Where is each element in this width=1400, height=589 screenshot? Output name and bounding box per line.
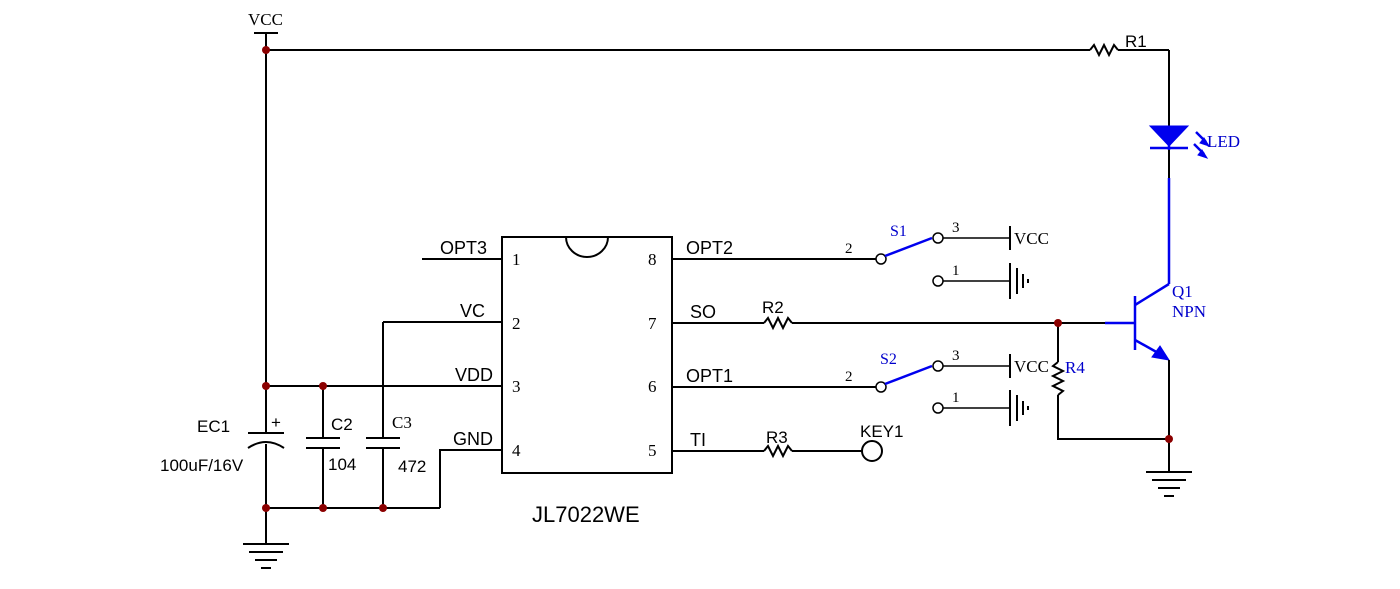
key1-label: KEY1: [860, 422, 903, 441]
key1-touch-pad: KEY1: [860, 422, 903, 462]
ic-pin6-num: 6: [648, 377, 657, 396]
ic-pin3-num: 3: [512, 377, 521, 396]
s1-switch: 2 3 1 S1 VCC: [845, 220, 1049, 299]
junction-dot: [319, 504, 327, 512]
vcc-top-symbol: VCC: [248, 10, 283, 50]
s1-pin-b: 1: [952, 263, 960, 279]
s2-pin-common: 2: [845, 369, 853, 385]
r2-label: R2: [762, 298, 784, 317]
r1-resistor: R1: [1089, 32, 1147, 58]
ec1-label: EC1: [197, 417, 230, 436]
ec1-capacitor: + EC1 100uF/16V: [160, 413, 285, 475]
junction-dot: [1054, 319, 1062, 327]
c3-capacitor: C3 472: [366, 413, 426, 476]
pin5-name: TI: [690, 430, 706, 450]
led-diode: LED: [1148, 125, 1240, 159]
junction-dot: [262, 504, 270, 512]
pin3-name: VDD: [455, 365, 493, 385]
junction-dot: [379, 504, 387, 512]
ic-part-label: JL7022WE: [532, 502, 640, 527]
c2-capacitor: C2 104: [306, 415, 356, 474]
r1-label: R1: [1125, 32, 1147, 51]
s2-switch: 2 3 1 S2 VCC: [845, 348, 1049, 426]
r4-label: R4: [1065, 358, 1085, 377]
s1-vcc-label: VCC: [1014, 229, 1049, 248]
q1-type-label: NPN: [1172, 302, 1206, 321]
s2-ground-icon: [1009, 390, 1029, 426]
junction-dot: [262, 46, 270, 54]
ec1-value: 100uF/16V: [160, 456, 244, 475]
s2-vcc-label: VCC: [1014, 357, 1049, 376]
ic-pin5-num: 5: [648, 441, 657, 460]
ground-left-symbol: [243, 543, 289, 569]
pin8-name: OPT2: [686, 238, 733, 258]
s2-label: S2: [880, 351, 897, 368]
junction-dot: [319, 382, 327, 390]
ic-pin4-num: 4: [512, 441, 521, 460]
c3-label: C3: [392, 413, 412, 432]
vcc-top-label: VCC: [248, 10, 283, 29]
pin7-name: SO: [690, 302, 716, 322]
pin4-name: GND: [453, 429, 493, 449]
pin1-name: OPT3: [440, 238, 487, 258]
s1-ground-icon: [1009, 263, 1029, 299]
ic-pin2-num: 2: [512, 314, 521, 333]
c2-label: C2: [331, 415, 353, 434]
r4-resistor: R4: [1050, 358, 1085, 396]
s1-pin-a: 3: [952, 220, 960, 236]
s1-label: S1: [890, 223, 907, 240]
led-label: LED: [1207, 132, 1240, 151]
pin4-wire: [439, 449, 502, 508]
s2-pin-a: 3: [952, 348, 960, 364]
pin2-name: VC: [460, 301, 485, 321]
ec1-polarity: +: [271, 413, 281, 432]
s2-pin-b: 1: [952, 390, 960, 406]
ground-right-symbol: [1146, 471, 1192, 497]
pin6-name: OPT1: [686, 366, 733, 386]
ic-pin7-num: 7: [648, 314, 657, 333]
r3-resistor: R3: [763, 428, 793, 459]
junction-dot: [262, 382, 270, 390]
ic-pin1-num: 1: [512, 250, 521, 269]
ic-jl7022we: JL7022WE 1 2 3 4 5 6 7 8: [501, 236, 673, 527]
r3-label: R3: [766, 428, 788, 447]
q1-label: Q1: [1172, 282, 1193, 301]
ic-pin8-num: 8: [648, 250, 657, 269]
c2-value: 104: [328, 455, 356, 474]
q1-transistor: Q1 NPN: [1105, 282, 1206, 361]
junction-dot: [1165, 435, 1173, 443]
r2-resistor: R2: [762, 298, 793, 331]
r4-bottom-wire: [1057, 395, 1169, 440]
c3-value: 472: [398, 457, 426, 476]
s1-pin-common: 2: [845, 241, 853, 257]
junction-dots: [262, 46, 1173, 512]
